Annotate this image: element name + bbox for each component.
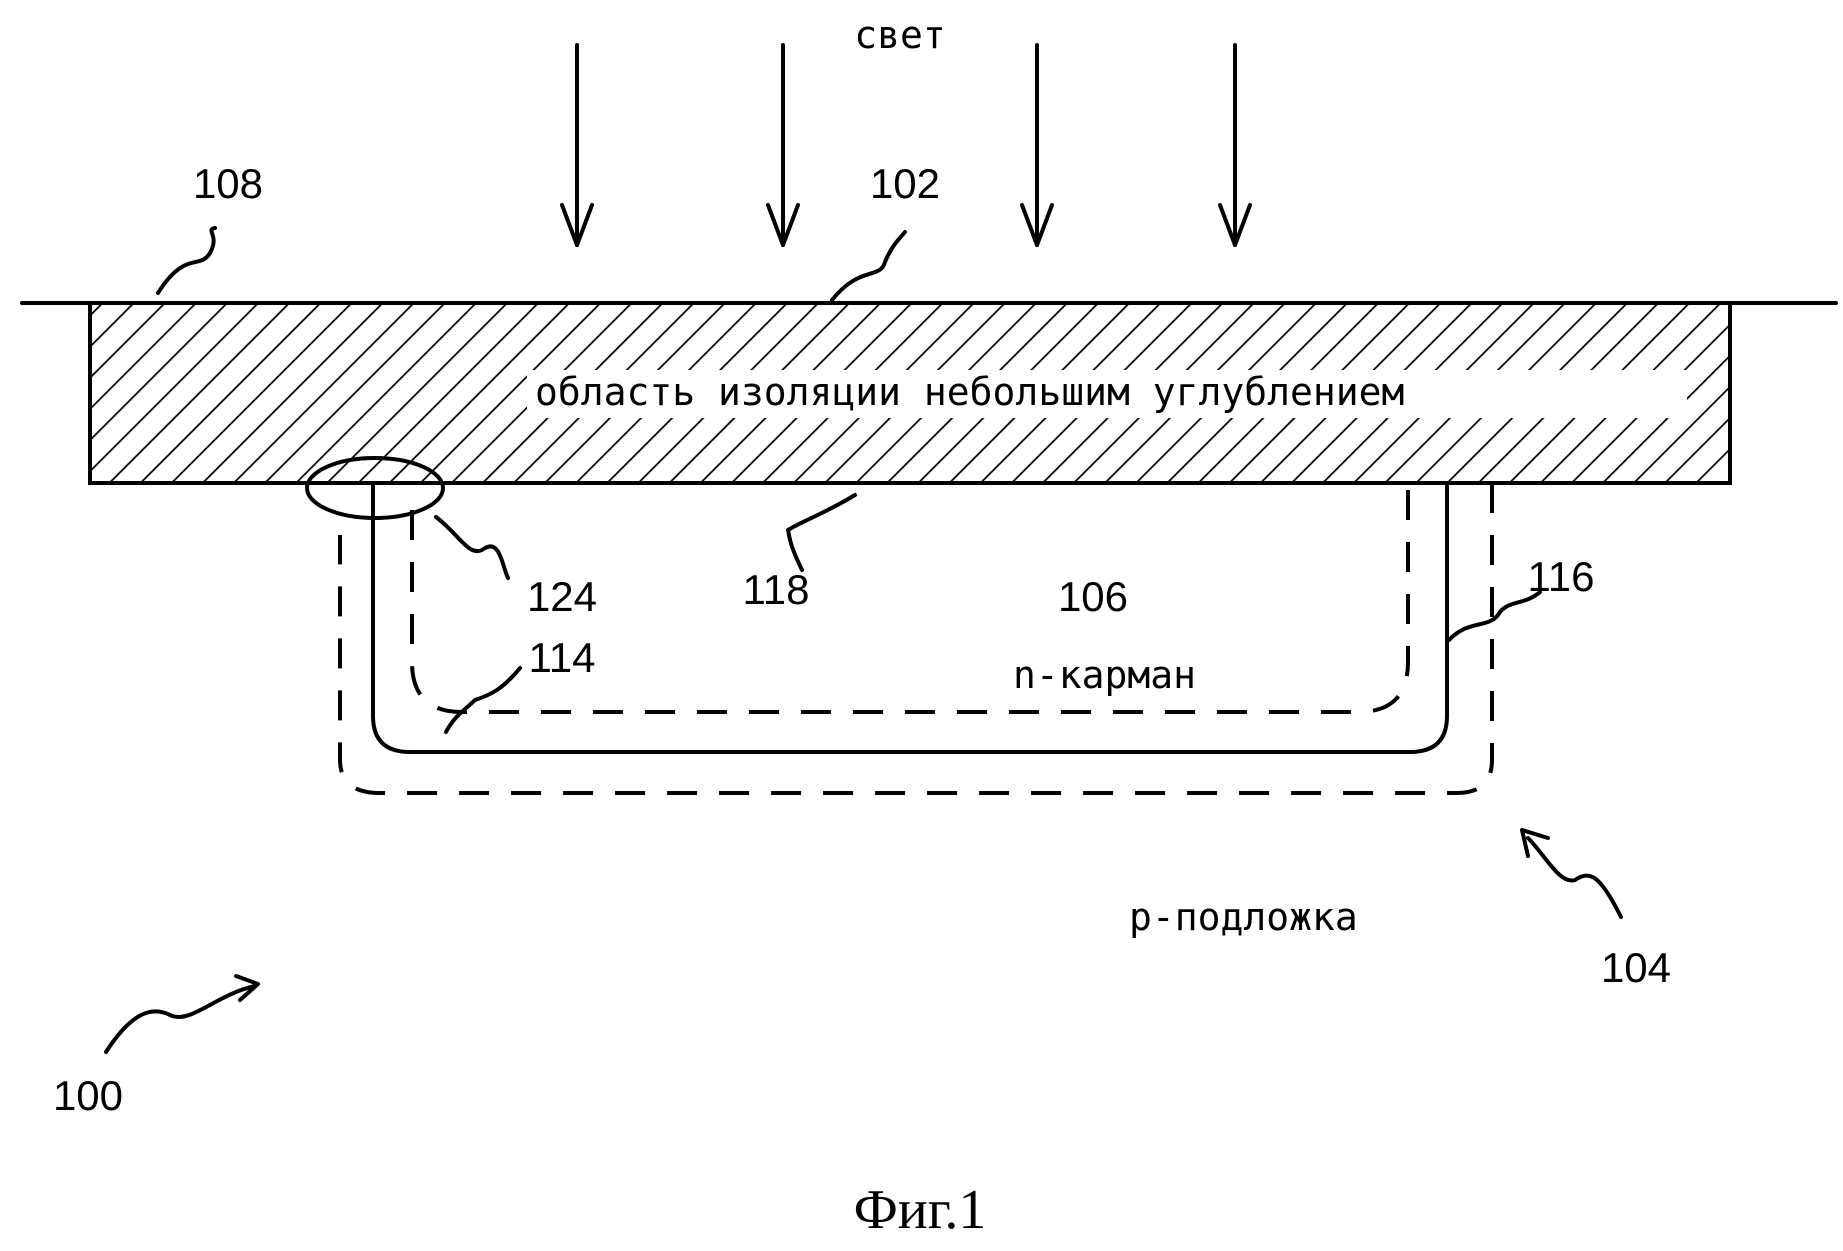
leader-102 bbox=[832, 232, 905, 300]
ref-106: 106 bbox=[1058, 573, 1128, 620]
n-well-label: n-карман bbox=[1013, 653, 1196, 697]
ref-100: 100 bbox=[53, 1072, 123, 1119]
leader-114 bbox=[446, 668, 520, 732]
light-arrows bbox=[562, 45, 1250, 245]
ref-114: 114 bbox=[529, 634, 596, 681]
ref-118: 118 bbox=[743, 566, 810, 613]
light-arrow-2-icon bbox=[768, 45, 798, 245]
light-arrow-1-icon bbox=[562, 45, 592, 245]
figure-caption: Фиг.1 bbox=[854, 1179, 987, 1241]
light-label: свет bbox=[854, 13, 946, 57]
leader-104 bbox=[1528, 838, 1621, 917]
leader-118 bbox=[788, 495, 855, 570]
light-arrow-3-icon bbox=[1022, 45, 1052, 245]
ref-102: 102 bbox=[870, 160, 940, 207]
leader-100 bbox=[106, 986, 255, 1052]
leader-124 bbox=[436, 517, 508, 578]
light-arrow-4-icon bbox=[1220, 45, 1250, 245]
ref-108: 108 bbox=[193, 160, 263, 207]
ref-124: 124 bbox=[527, 573, 597, 620]
isolation-label: область изоляции небольшим углублением bbox=[535, 370, 1404, 414]
leader-108 bbox=[158, 228, 215, 293]
outer-depletion-boundary bbox=[340, 483, 1492, 793]
leader-116 bbox=[1449, 592, 1540, 640]
ref-104: 104 bbox=[1601, 944, 1671, 991]
p-substrate-label: p-подложка bbox=[1129, 895, 1358, 939]
ref-116: 116 bbox=[1528, 553, 1595, 600]
